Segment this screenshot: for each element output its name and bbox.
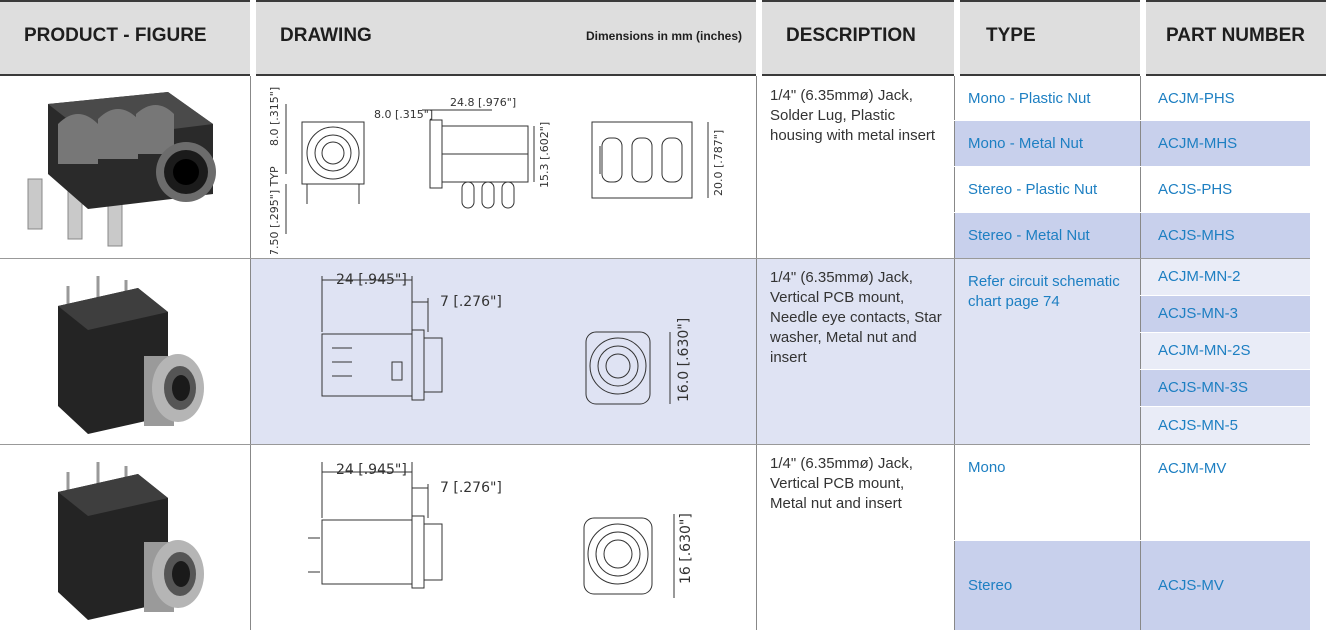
jack-vertical-pcb-needle-photo xyxy=(58,276,204,434)
header-part-number: PART NUMBER xyxy=(1166,25,1305,46)
dim-3: 24.8 [.976"] xyxy=(450,96,516,109)
dim-6: 7.50 [.295"] TYP xyxy=(268,166,281,254)
part-acjm-phs[interactable]: ACJM-PHS xyxy=(1140,76,1310,120)
dim-4: 15.3 [.602"] xyxy=(538,122,551,188)
type-stereo-metal-nut[interactable]: Stereo - Metal Nut xyxy=(954,212,1140,258)
table-header xyxy=(0,0,1326,76)
part-acjm-mhs[interactable]: ACJM-MHS xyxy=(1140,120,1310,166)
header-dimensions-note: Dimensions in mm (inches) xyxy=(585,29,742,43)
dim-7: 7 [.276"] xyxy=(440,294,502,310)
row2-description: 1/4" (6.35mmø) Jack, Vertical PCB mount,… xyxy=(756,258,954,444)
type-refer-circuit-schematic[interactable]: Refer circuit schematic chart page 74 xyxy=(954,258,1140,444)
row1-drawing-cell xyxy=(251,76,756,258)
header-drawing: DRAWING xyxy=(280,25,372,46)
row3-description: 1/4" (6.35mmø) Jack, Vertical PCB mount,… xyxy=(756,444,954,630)
dim-5: 20.0 [.787"] xyxy=(712,130,725,196)
type-stereo[interactable]: Stereo xyxy=(954,540,1140,630)
row2-technical-drawing: 24 [.945"] 7 [.276"] 16.0 [.630"] xyxy=(321,272,692,405)
dim-24: 24 [.945"] xyxy=(336,462,407,478)
part-acjm-mv[interactable]: ACJM-MV xyxy=(1140,444,1310,540)
type-mono[interactable]: Mono xyxy=(954,444,1140,540)
dim-1: 8.0 [.315"] xyxy=(268,87,281,146)
row1-technical-drawing: 8.0 [.315"] 8.0 [.315"] 24.8 [.976"] 15.… xyxy=(268,87,725,254)
jack-vertical-pcb-photo xyxy=(58,462,204,620)
part-acjm-mn-2s[interactable]: ACJM-MN-2S xyxy=(1140,332,1310,369)
row1-description: 1/4" (6.35mmø) Jack, Solder Lug, Plastic… xyxy=(756,76,954,258)
part-acjs-phs[interactable]: ACJS-PHS xyxy=(1140,166,1310,212)
dim-24: 24 [.945"] xyxy=(336,272,407,288)
part-acjs-mn-3[interactable]: ACJS-MN-3 xyxy=(1140,295,1310,332)
header-description: DESCRIPTION xyxy=(786,25,916,46)
part-acjs-mv[interactable]: ACJS-MV xyxy=(1140,540,1310,630)
dim-16: 16.0 [.630"] xyxy=(676,318,692,402)
part-acjs-mhs[interactable]: ACJS-MHS xyxy=(1140,212,1310,258)
type-stereo-plastic-nut[interactable]: Stereo - Plastic Nut xyxy=(954,166,1140,212)
row3-technical-drawing: 24 [.945"] 7 [.276"] 16 [.630"] xyxy=(308,462,694,598)
header-type: TYPE xyxy=(986,25,1036,46)
part-acjm-mn-2[interactable]: ACJM-MN-2 xyxy=(1140,258,1310,295)
part-acjs-mn-3s[interactable]: ACJS-MN-3S xyxy=(1140,369,1310,406)
row3-drawing-cell xyxy=(251,444,756,630)
type-mono-plastic-nut[interactable]: Mono - Plastic Nut xyxy=(954,76,1140,120)
row2-drawing-cell xyxy=(251,258,756,444)
type-mono-metal-nut[interactable]: Mono - Metal Nut xyxy=(954,120,1140,166)
part-acjs-mn-5[interactable]: ACJS-MN-5 xyxy=(1140,406,1310,444)
dim-16: 16 [.630"] xyxy=(678,513,694,584)
jack-solder-lug-photo xyxy=(27,92,216,247)
dim-2: 8.0 [.315"] xyxy=(374,108,433,121)
dim-7: 7 [.276"] xyxy=(440,480,502,496)
header-product-figure: PRODUCT - FIGURE xyxy=(24,25,207,46)
